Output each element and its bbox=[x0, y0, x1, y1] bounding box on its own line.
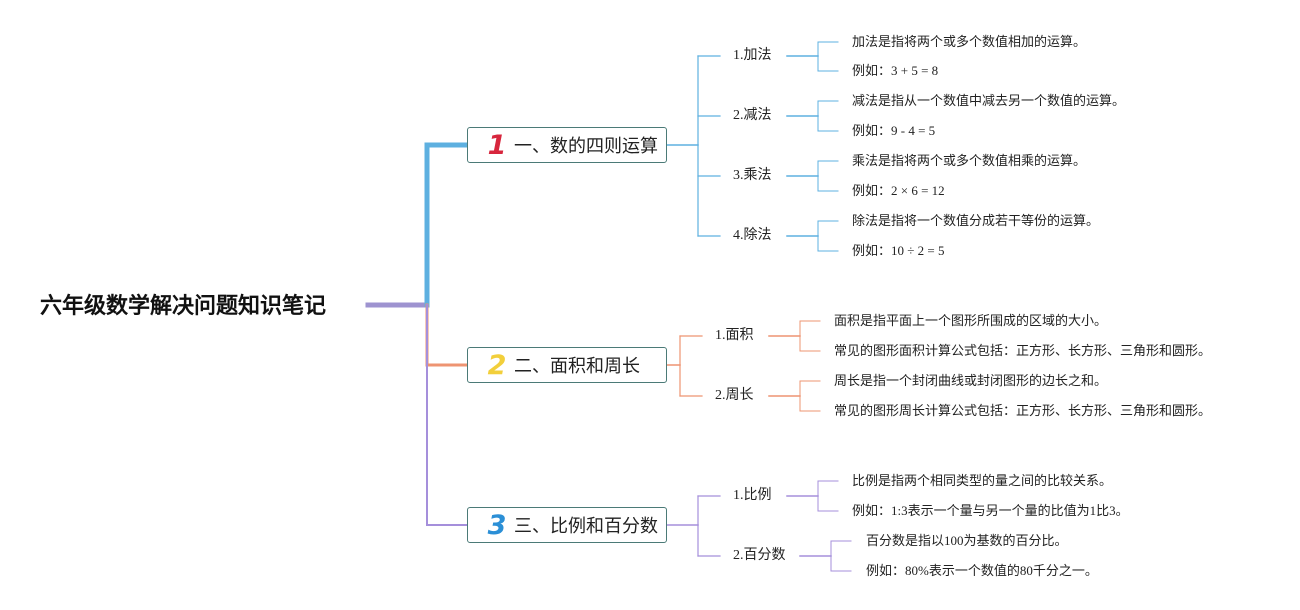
subtopic-addition[interactable]: 1.加法 bbox=[733, 48, 772, 63]
leaf-text: 常见的图形周长计算公式包括：正方形、长方形、三角形和圆形。 bbox=[834, 403, 1212, 418]
leaf-text: 例如：80%表示一个数值的80千分之一。 bbox=[866, 563, 1098, 578]
leaf-text: 百分数是指以100为基数的百分比。 bbox=[866, 533, 1068, 548]
topic-area-perimeter[interactable]: 2 二、面积和周长 bbox=[467, 347, 667, 383]
leaf-text: 例如：2 × 6 = 12 bbox=[852, 183, 945, 198]
root-title: 六年级数学解决问题知识笔记 bbox=[40, 294, 327, 319]
leaf-text: 除法是指将一个数值分成若干等份的运算。 bbox=[852, 213, 1100, 228]
topic-number-badge: 2 bbox=[487, 349, 507, 381]
topic-title: 一、数的四则运算 bbox=[514, 136, 658, 157]
subtopic-subtraction[interactable]: 2.减法 bbox=[733, 108, 772, 123]
subtopic-area[interactable]: 1.面积 bbox=[715, 328, 754, 343]
leaf-text: 加法是指将两个或多个数值相加的运算。 bbox=[852, 34, 1087, 49]
leaf-text: 面积是指平面上一个图形所围成的区域的大小。 bbox=[834, 313, 1108, 328]
subtopic-percentage[interactable]: 2.百分数 bbox=[733, 548, 786, 563]
leaf-text: 减法是指从一个数值中减去另一个数值的运算。 bbox=[852, 93, 1126, 108]
branch-connector bbox=[425, 303, 469, 367]
leaf-text: 例如：9 - 4 = 5 bbox=[852, 123, 936, 138]
subtopic-perimeter[interactable]: 2.周长 bbox=[715, 388, 754, 403]
branch-connector bbox=[424, 142, 470, 308]
leaf-text: 比例是指两个相同类型的量之间的比较关系。 bbox=[852, 473, 1113, 488]
leaf-text: 乘法是指将两个或多个数值相乘的运算。 bbox=[852, 153, 1087, 168]
topic-title: 三、比例和百分数 bbox=[514, 516, 658, 537]
topic-arithmetic[interactable]: 1 一、数的四则运算 bbox=[467, 127, 667, 163]
leaf-text: 周长是指一个封闭曲线或封闭图形的边长之和。 bbox=[834, 373, 1108, 388]
leaf-text: 例如：10 ÷ 2 = 5 bbox=[852, 243, 945, 258]
branch-connector bbox=[426, 304, 468, 526]
leaf-text: 常见的图形面积计算公式包括：正方形、长方形、三角形和圆形。 bbox=[834, 343, 1212, 358]
leaf-text: 例如：3 + 5 = 8 bbox=[852, 63, 939, 78]
subtopic-multiplication[interactable]: 3.乘法 bbox=[733, 168, 772, 183]
leaf-text: 例如：1:3表示一个量与另一个量的比值为1比3。 bbox=[852, 503, 1129, 518]
subtopic-division[interactable]: 4.除法 bbox=[733, 228, 772, 243]
topic-number-badge: 3 bbox=[487, 509, 507, 541]
topic-title: 二、面积和周长 bbox=[514, 356, 640, 377]
topic-number-badge: 1 bbox=[487, 129, 507, 161]
topic-ratio-percent[interactable]: 3 三、比例和百分数 bbox=[467, 507, 667, 543]
subtopic-ratio[interactable]: 1.比例 bbox=[733, 488, 772, 503]
